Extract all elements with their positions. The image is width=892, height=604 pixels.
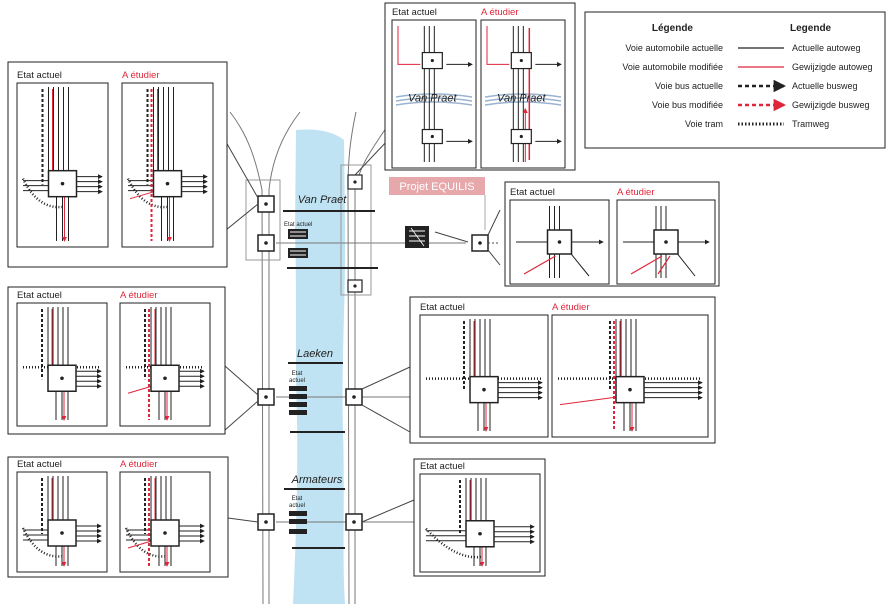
legend-label-fr: Voie bus actuelle bbox=[655, 81, 723, 91]
legend-label-nl: Tramweg bbox=[792, 119, 829, 129]
a-etudier-subpanel: A étudier bbox=[551, 302, 709, 438]
a-etudier-label: A étudier bbox=[120, 290, 158, 301]
equilis-label: Projet EQUILIS bbox=[389, 177, 486, 230]
bridge-laeken-state-1: Etat bbox=[292, 371, 303, 377]
legend: Légende Legende Voie automobile actuelle… bbox=[584, 11, 886, 149]
node-equilis bbox=[471, 234, 489, 252]
legend-label-nl: Actuelle busweg bbox=[792, 81, 858, 91]
legend-row-bus: Voie bus actuelle Actuelle busweg bbox=[655, 79, 858, 93]
legend-label-fr: Voie tram bbox=[685, 119, 723, 129]
panel-equilis: Etat actuel A étudier bbox=[504, 181, 720, 287]
legend-label-nl: Actuelle autoweg bbox=[792, 43, 861, 53]
etat-actuel-subpanel: Etat actuel bbox=[419, 302, 549, 438]
bridge-laeken-state-2: actuel bbox=[289, 378, 305, 384]
legend-row-car-mod: Voie automobile modifiée Gewijzigde autow… bbox=[622, 62, 872, 72]
legend-row-bus-mod: Voie bus modifiée Gewijzigde busweg bbox=[652, 98, 870, 112]
legend-row-tram: Voie tram Tramweg bbox=[685, 119, 829, 129]
node-laeken-east bbox=[345, 388, 363, 406]
node-markers bbox=[257, 174, 489, 531]
a-etudier-label: A étudier bbox=[552, 302, 590, 313]
panel-vanpraet-west: Etat actuel A étudier bbox=[7, 61, 228, 268]
bridge-vanpraet: Van Praet Etat actuel bbox=[283, 194, 378, 269]
etat-actuel-label: Etat actuel bbox=[392, 7, 437, 18]
etat-actuel-subpanel: Etat actuel bbox=[509, 187, 610, 285]
a-etudier-subpanel: A étudier bbox=[119, 290, 211, 427]
panel-armateurs-east: Etat actuel bbox=[413, 458, 546, 577]
equilis-icon bbox=[405, 226, 429, 248]
etat-actuel-label: Etat actuel bbox=[17, 70, 62, 81]
bridge-armateurs-state-1: Etat bbox=[292, 496, 303, 502]
a-etudier-subpanel: A étudier bbox=[119, 459, 211, 573]
legend-title-fr: Légende bbox=[652, 23, 694, 34]
legend-label-nl: Gewijzigde busweg bbox=[792, 100, 870, 110]
bridge-armateurs: Armateurs Etat actuel bbox=[284, 474, 345, 549]
etat-actuel-label: Etat actuel bbox=[420, 461, 465, 472]
etat-actuel-label: Etat actuel bbox=[510, 187, 555, 198]
node-vanpraet-east-bottom bbox=[347, 279, 363, 293]
a-etudier-subpanel: A étudier bbox=[121, 70, 214, 248]
inner-bridge-label: Van Praet bbox=[497, 92, 546, 104]
bridge-laeken-label: Laeken bbox=[297, 348, 333, 360]
panel-laeken-east: Etat actuel A étudier bbox=[409, 296, 716, 444]
node-armateurs-east bbox=[345, 513, 363, 531]
panel-laeken-west: Etat actuel A étudier bbox=[7, 286, 226, 435]
etat-actuel-label: Etat actuel bbox=[17, 290, 62, 301]
node-armateurs-west bbox=[257, 513, 275, 531]
a-etudier-label: A étudier bbox=[617, 187, 655, 198]
etat-actuel-subpanel: Etat actuel bbox=[16, 290, 108, 427]
legend-label-fr: Voie bus modifiée bbox=[652, 100, 723, 110]
bridge-laeken: Laeken Etat actuel bbox=[288, 348, 345, 433]
node-vanpraet-west-bottom bbox=[257, 234, 275, 252]
node-vanpraet-east-top bbox=[347, 174, 363, 190]
legend-label-fr: Voie automobile modifiée bbox=[622, 62, 723, 72]
bridge-vanpraet-state: Etat actuel bbox=[284, 222, 312, 228]
etat-actuel-label: Etat actuel bbox=[17, 459, 62, 470]
etat-actuel-label: Etat actuel bbox=[420, 302, 465, 313]
legend-label-nl: Gewijzigde autoweg bbox=[792, 62, 873, 72]
node-vanpraet-west-top bbox=[257, 195, 275, 213]
a-etudier-label: A étudier bbox=[120, 459, 158, 470]
a-etudier-label: A étudier bbox=[122, 70, 160, 81]
node-laeken-west bbox=[257, 388, 275, 406]
a-etudier-label: A étudier bbox=[481, 7, 519, 18]
etat-actuel-subpanel: Etat actuel bbox=[419, 461, 541, 573]
legend-label-fr: Voie automobile actuelle bbox=[625, 43, 723, 53]
equilis-text: Projet EQUILIS bbox=[399, 181, 474, 193]
inner-bridge-label: Van Praet bbox=[408, 92, 457, 104]
legend-title-nl: Legende bbox=[790, 23, 832, 34]
connector-lines bbox=[224, 139, 501, 523]
panel-armateurs-west: Etat actuel A étudier bbox=[7, 456, 229, 578]
bridge-vanpraet-label: Van Praet bbox=[298, 194, 347, 206]
etat-actuel-subpanel: Etat actuel bbox=[16, 70, 109, 248]
bridge-armateurs-state-2: actuel bbox=[289, 503, 305, 509]
legend-row-car: Voie automobile actuelle Actuelle autoweg bbox=[625, 43, 860, 53]
bridge-armateurs-label: Armateurs bbox=[291, 474, 343, 486]
a-etudier-subpanel: A étudier bbox=[616, 187, 716, 285]
etat-actuel-subpanel: Etat actuel bbox=[16, 459, 108, 573]
